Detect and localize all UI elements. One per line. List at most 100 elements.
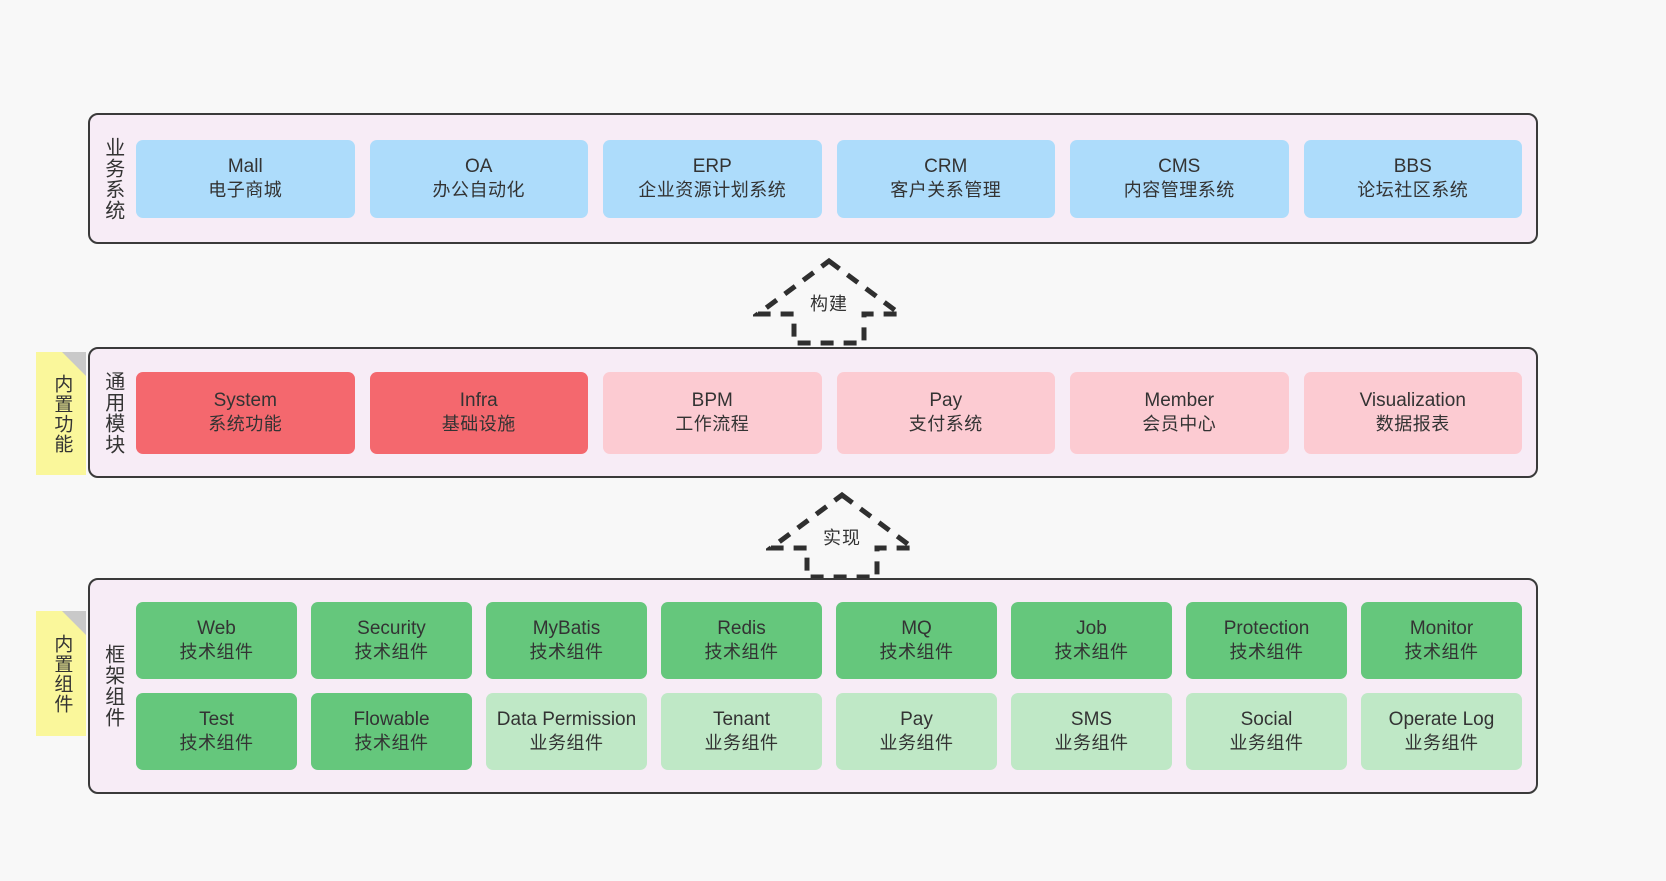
arrow-build: 构建 — [753, 256, 905, 348]
card-title-en: Protection — [1223, 618, 1310, 640]
card-title-cn: 技术组件 — [879, 642, 954, 663]
card-title-en: Social — [1240, 709, 1293, 731]
card-title-cn: 论坛社区系统 — [1357, 180, 1469, 201]
card-title-cn: 工作流程 — [675, 414, 750, 435]
card-title-en: Member — [1144, 390, 1215, 412]
card-title-en: Visualization — [1359, 390, 1466, 412]
card-title-cn: 企业资源计划系统 — [638, 180, 787, 201]
card-title-en: Infra — [459, 390, 498, 412]
sticky-note-builtin-functions-label: 内置功能 — [51, 373, 73, 454]
card-title-cn: 业务组件 — [879, 733, 954, 754]
card-title-cn: 支付系统 — [908, 414, 983, 435]
card-title-cn: 内容管理系统 — [1123, 180, 1235, 201]
card-title-en: Redis — [717, 618, 766, 640]
card-title-cn: 系统功能 — [208, 414, 283, 435]
card-title-cn: 业务组件 — [1404, 733, 1479, 754]
card-title-cn: 业务组件 — [1054, 733, 1129, 754]
card-title-cn: 技术组件 — [1404, 642, 1479, 663]
card-title-en: Data Permission — [496, 709, 637, 731]
card-title-en: MQ — [901, 618, 932, 640]
layer-label-business: 业务系统 — [101, 136, 124, 221]
card-title-en: CMS — [1158, 156, 1201, 178]
card-title-en: BBS — [1393, 156, 1432, 178]
card-title-en: Web — [197, 618, 236, 640]
card-title-en: Mall — [227, 156, 263, 178]
card-title-cn: 办公自动化 — [432, 180, 525, 201]
sticky-note-builtin-components: 内置组件 — [36, 611, 86, 736]
card-title-cn: 技术组件 — [704, 642, 779, 663]
card-title-en: Monitor — [1409, 618, 1474, 640]
card-title-cn: 业务组件 — [529, 733, 604, 754]
arrow-implement-label: 实现 — [823, 528, 861, 548]
card-title-en: Job — [1076, 618, 1107, 640]
card-title-cn: 技术组件 — [354, 642, 429, 663]
sticky-note-builtin-components-label: 内置组件 — [51, 633, 73, 714]
card-title-en: Flowable — [353, 709, 430, 731]
card-title-cn: 会员中心 — [1142, 414, 1217, 435]
card-title-en: SMS — [1070, 709, 1113, 731]
card-title-cn: 业务组件 — [704, 733, 779, 754]
card-title-en: System — [213, 390, 277, 412]
card-title-en: CRM — [924, 156, 968, 178]
card-title-en: MyBatis — [532, 618, 601, 640]
card-title-cn: 业务组件 — [1229, 733, 1304, 754]
card-title-en: Security — [357, 618, 426, 640]
card-title-cn: 技术组件 — [1054, 642, 1129, 663]
arrow-build-label: 构建 — [810, 294, 848, 314]
card-title-cn: 技术组件 — [354, 733, 429, 754]
card-title-en: OA — [465, 156, 493, 178]
card-title-en: Tenant — [712, 709, 771, 731]
card-title-en: Operate Log — [1388, 709, 1495, 731]
card-title-en: Pay — [929, 390, 963, 412]
card-title-en: Test — [199, 709, 234, 731]
card-title-cn: 技术组件 — [1229, 642, 1304, 663]
card-title-cn: 客户关系管理 — [890, 180, 1002, 201]
card-title-cn: 基础设施 — [441, 414, 516, 435]
card-title-en: BPM — [691, 390, 733, 412]
layer-label-framework: 框架组件 — [101, 644, 124, 728]
card-title-en: ERP — [692, 156, 732, 178]
card-title-cn: 技术组件 — [179, 642, 254, 663]
sticky-note-builtin-functions: 内置功能 — [36, 352, 86, 475]
card-title-cn: 技术组件 — [529, 642, 604, 663]
arrow-implement: 实现 — [766, 490, 918, 582]
card-title-cn: 技术组件 — [179, 733, 254, 754]
card-title-cn: 数据报表 — [1375, 414, 1450, 435]
